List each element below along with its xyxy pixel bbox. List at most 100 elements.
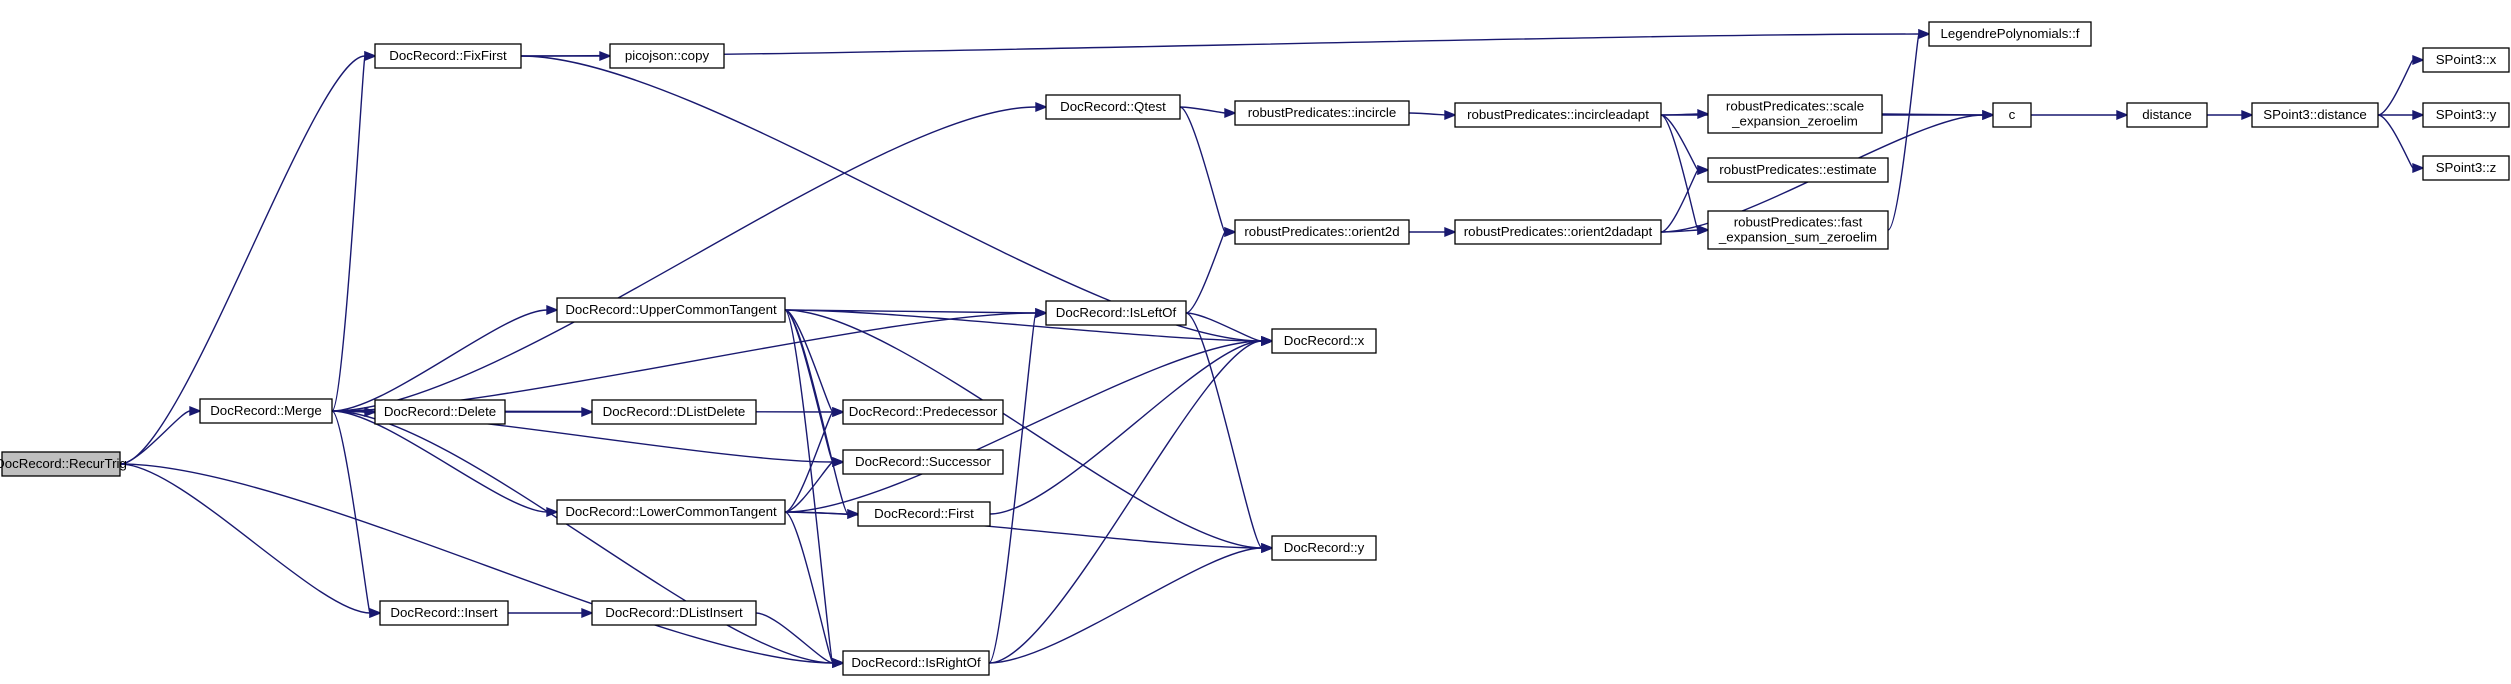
node-label: _expansion_zeroelim <box>1731 114 1858 129</box>
arrowhead-icon <box>1224 107 1237 119</box>
node-box[interactable] <box>1 451 121 477</box>
node-lct[interactable]: DocRecord::LowerCommonTangent <box>556 499 786 525</box>
edge-line <box>1660 169 1699 233</box>
node-dlistdelete[interactable]: DocRecord::DListDelete <box>591 399 757 425</box>
arrowhead-icon <box>1444 109 1457 121</box>
node-box[interactable] <box>857 501 991 527</box>
edge-line <box>1179 106 1226 114</box>
node-spz[interactable]: SPoint3::z <box>2422 155 2510 181</box>
node-label: DocRecord::Successor <box>855 454 992 469</box>
node-label: robustPredicates::orient2dadapt <box>1464 224 1653 239</box>
node-successor[interactable]: DocRecord::Successor <box>842 449 1004 475</box>
node-box[interactable] <box>199 398 333 424</box>
node-estimate[interactable]: robustPredicates::estimate <box>1707 157 1889 183</box>
node-box[interactable] <box>1271 328 1377 354</box>
node-orient2dadapt[interactable]: robustPredicates::orient2dadapt <box>1454 219 1662 245</box>
node-box[interactable] <box>379 600 509 626</box>
node-box[interactable] <box>1454 219 1662 245</box>
node-box[interactable] <box>2126 102 2208 128</box>
edge-recurtrig-to-isrightof <box>119 463 845 669</box>
node-box[interactable] <box>842 650 990 676</box>
node-spx[interactable]: SPoint3::x <box>2422 47 2510 73</box>
node-insert[interactable]: DocRecord::Insert <box>379 600 509 626</box>
node-label: SPoint3::y <box>2436 107 2497 122</box>
node-merge[interactable]: DocRecord::Merge <box>199 398 333 424</box>
node-box[interactable] <box>1271 535 1377 561</box>
node-box[interactable] <box>556 297 786 323</box>
node-box[interactable] <box>842 449 1004 475</box>
node-spdist[interactable]: SPoint3::distance <box>2251 102 2379 128</box>
node-box[interactable] <box>1045 300 1187 326</box>
node-label: DocRecord::DListDelete <box>603 404 746 419</box>
node-dry[interactable]: DocRecord::y <box>1271 535 1377 561</box>
node-box[interactable] <box>1045 94 1181 120</box>
edge-lct-to-predecessor <box>784 406 845 513</box>
edge-line <box>784 309 1263 342</box>
node-orient2d[interactable]: robustPredicates::orient2d <box>1234 219 1410 245</box>
edge-line <box>1408 112 1446 116</box>
node-distance[interactable]: distance <box>2126 102 2208 128</box>
edge-line <box>119 55 366 465</box>
edge-delete-to-dlistdelete <box>505 406 594 418</box>
node-box[interactable] <box>842 399 1004 425</box>
arrowhead-icon <box>369 607 382 619</box>
node-box[interactable] <box>2422 102 2510 128</box>
node-isleftof[interactable]: DocRecord::IsLeftOf <box>1045 300 1187 326</box>
edge-line <box>784 309 834 413</box>
node-box[interactable] <box>2422 47 2510 73</box>
node-box[interactable] <box>374 399 506 425</box>
node-dlistinsert[interactable]: DocRecord::DListInsert <box>591 600 757 626</box>
edge-insert-to-dlistinsert <box>508 607 594 619</box>
node-label: DocRecord::Insert <box>390 605 497 620</box>
node-box[interactable] <box>1234 219 1410 245</box>
node-isrightof[interactable]: DocRecord::IsRightOf <box>842 650 990 676</box>
node-legendre[interactable]: LegendrePolynomials::f <box>1928 21 2092 47</box>
node-box[interactable] <box>556 499 786 525</box>
node-label: DocRecord::FixFirst <box>389 48 507 63</box>
edge-fixfirst-to-legendre <box>520 28 1931 57</box>
node-first[interactable]: DocRecord::First <box>857 501 991 527</box>
edge-line <box>988 312 1037 664</box>
node-picocopy[interactable]: picojson::copy <box>609 43 725 69</box>
edge-incircle-to-incircleadapt <box>1408 109 1457 121</box>
node-fixfirst[interactable]: DocRecord::FixFirst <box>374 43 522 69</box>
edge-line <box>784 309 834 664</box>
arrowhead-icon <box>1444 226 1457 238</box>
node-c[interactable]: c <box>1992 102 2032 128</box>
arrowhead-icon <box>1261 335 1274 347</box>
node-box[interactable] <box>1454 102 1662 128</box>
node-drx[interactable]: DocRecord::x <box>1271 328 1377 354</box>
edge-line <box>784 511 834 664</box>
node-box[interactable] <box>591 399 757 425</box>
arrowhead-icon <box>189 405 202 417</box>
edge-uct-to-predecessor <box>784 309 845 418</box>
node-label: DocRecord::Delete <box>384 404 496 419</box>
node-delete[interactable]: DocRecord::Delete <box>374 399 506 425</box>
node-fastexp[interactable]: robustPredicates::fast_expansion_sum_zer… <box>1707 210 1889 250</box>
node-box[interactable] <box>1928 21 2092 47</box>
node-box[interactable] <box>609 43 725 69</box>
node-uct[interactable]: DocRecord::UpperCommonTangent <box>556 297 786 323</box>
node-box[interactable] <box>1234 100 1410 126</box>
node-box[interactable] <box>1707 210 1889 250</box>
node-box[interactable] <box>2251 102 2379 128</box>
edge-orient2d-to-orient2dadapt <box>1408 226 1457 238</box>
node-recurtrig[interactable]: DocRecord::RecurTrig <box>0 451 127 477</box>
node-incircleadapt[interactable]: robustPredicates::incircleadapt <box>1454 102 1662 128</box>
node-spy[interactable]: SPoint3::y <box>2422 102 2510 128</box>
node-box[interactable] <box>591 600 757 626</box>
edge-fastexp-to-legendre <box>1887 28 1931 231</box>
node-box[interactable] <box>2422 155 2510 181</box>
node-predecessor[interactable]: DocRecord::Predecessor <box>842 399 1004 425</box>
node-box[interactable] <box>1707 157 1889 183</box>
node-box[interactable] <box>1992 102 2032 128</box>
node-label: picojson::copy <box>625 48 710 63</box>
node-scale[interactable]: robustPredicates::scale_expansion_zeroel… <box>1707 94 1883 134</box>
edge-first-to-drx <box>989 335 1274 515</box>
node-incircle[interactable]: robustPredicates::incircle <box>1234 100 1410 126</box>
edge-line <box>1185 312 1263 549</box>
node-box[interactable] <box>1707 94 1883 134</box>
node-qtest[interactable]: DocRecord::Qtest <box>1045 94 1181 120</box>
node-box[interactable] <box>374 43 522 69</box>
edge-isrightof-to-dry <box>988 542 1274 664</box>
